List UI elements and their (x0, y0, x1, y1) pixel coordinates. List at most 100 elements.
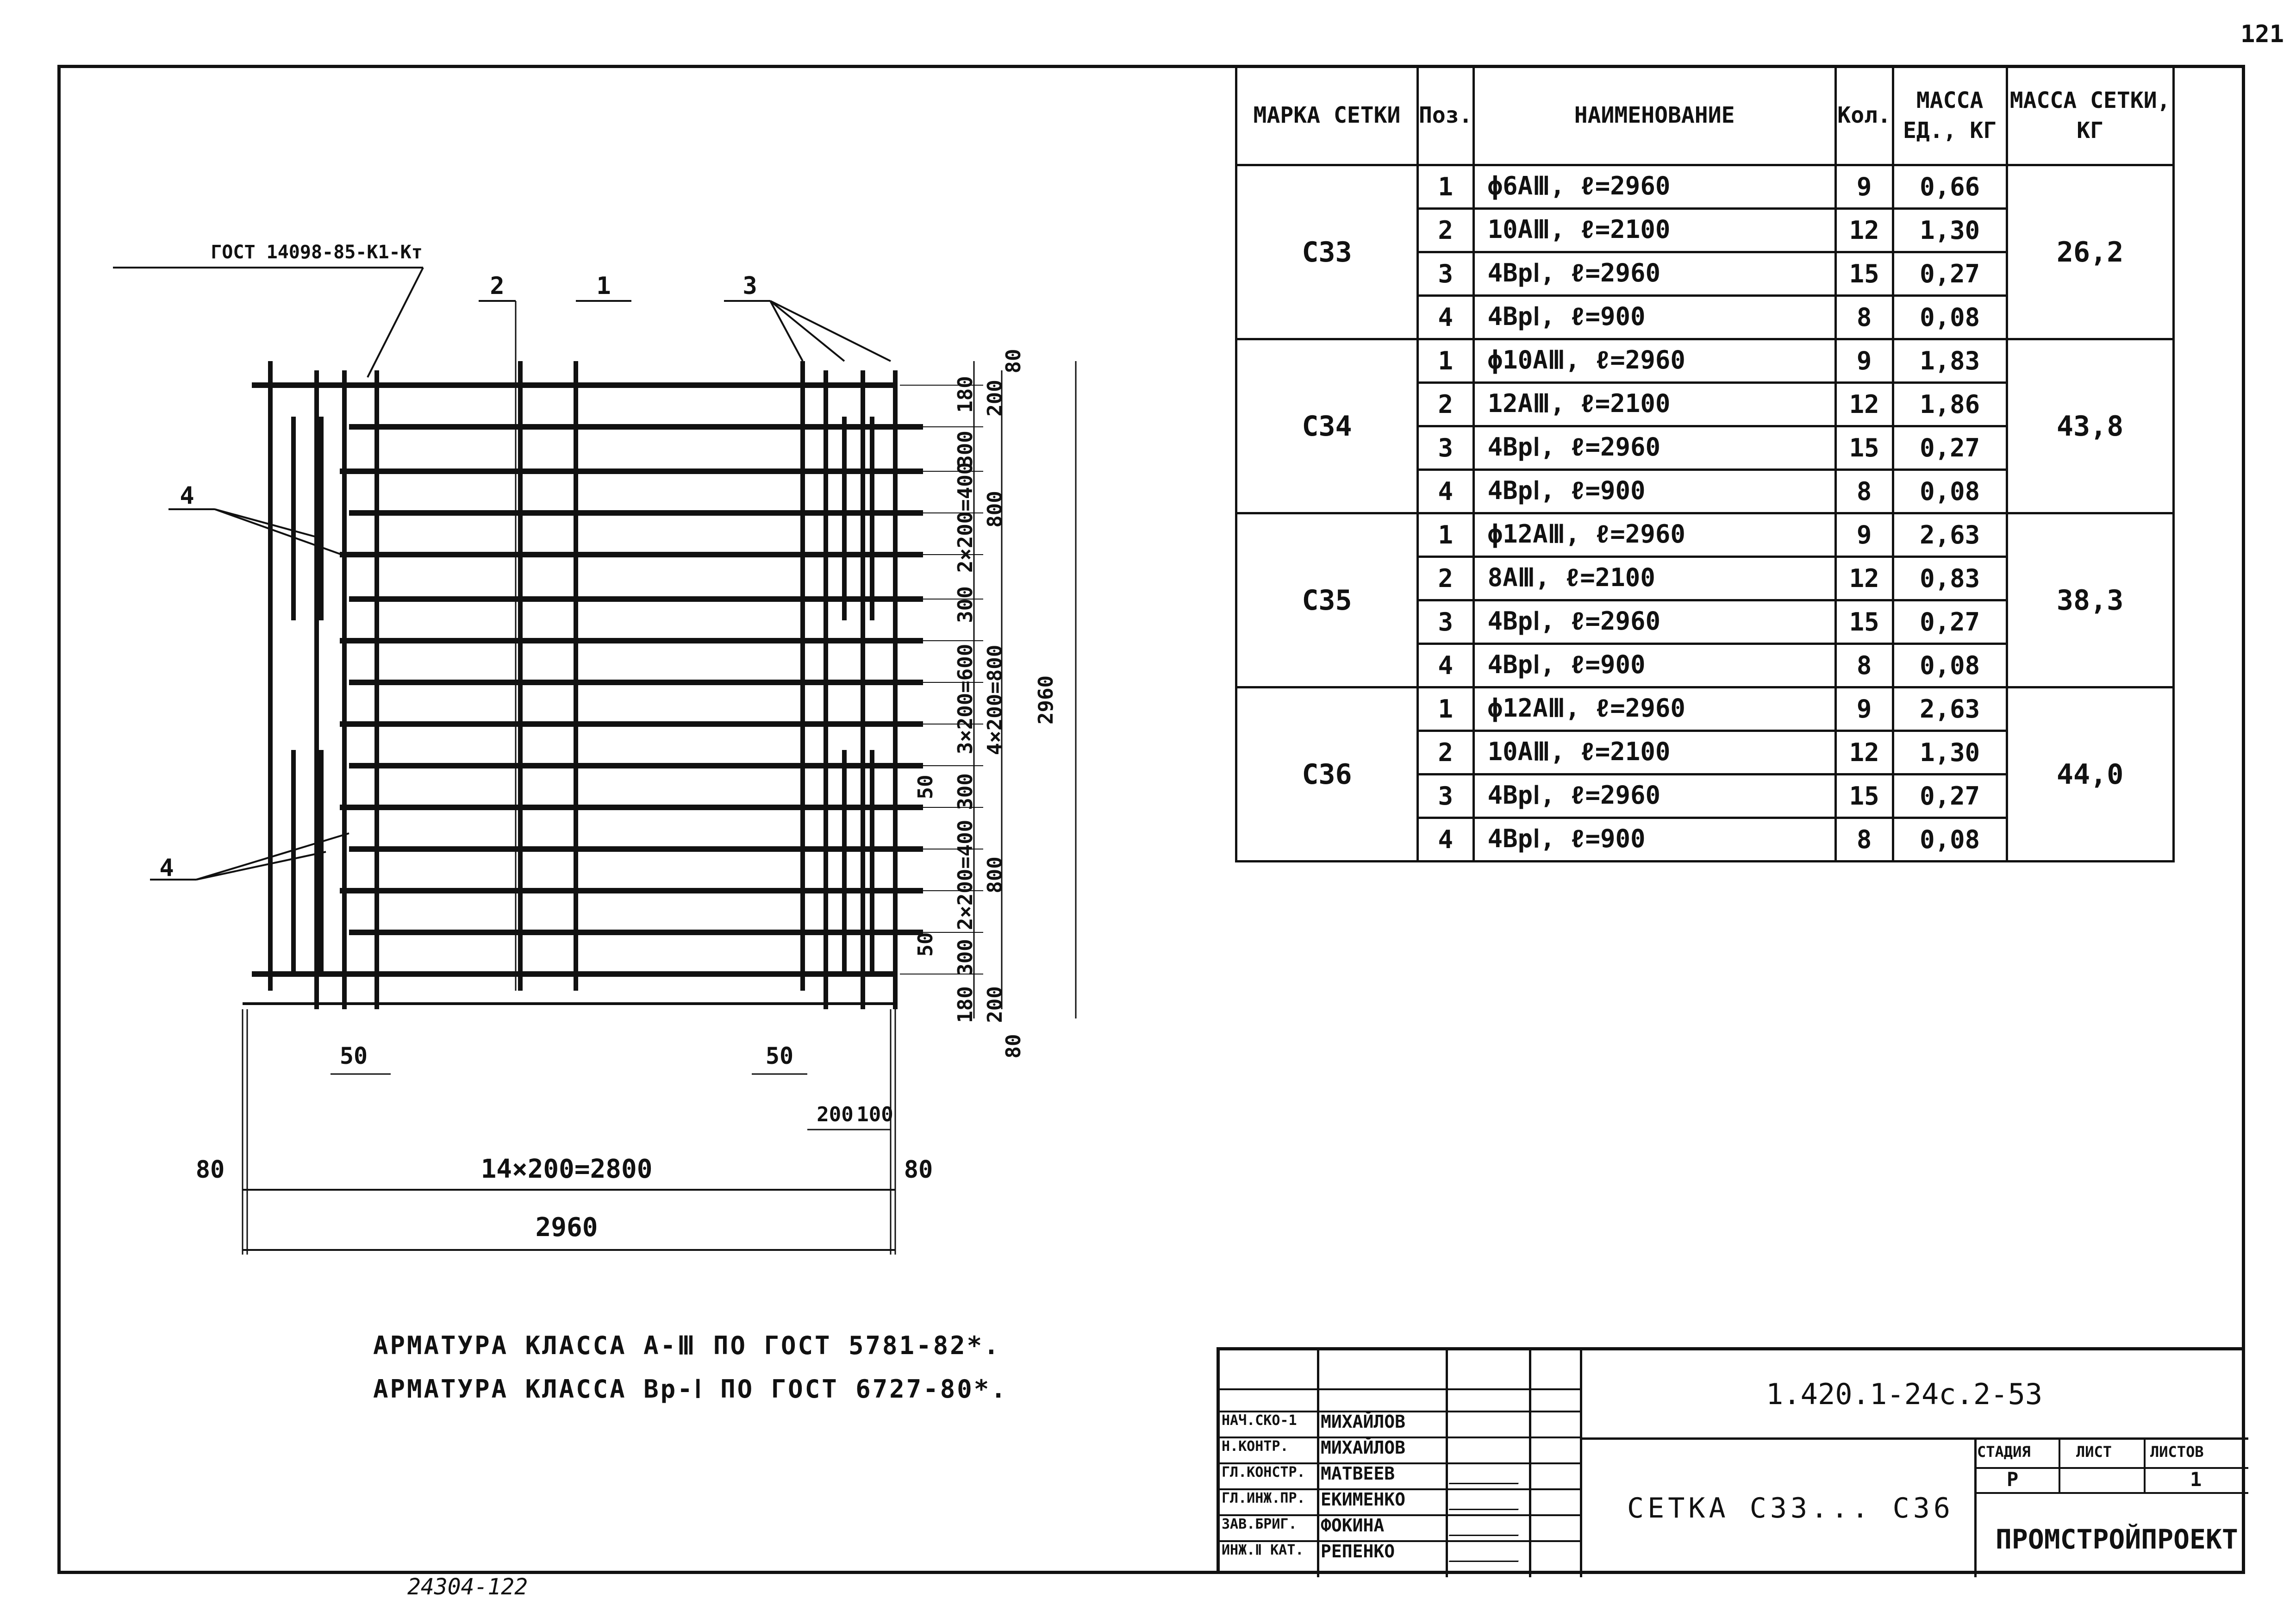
header-unit-mass: МАССА ЕД., КГ (1891, 65, 2008, 166)
leader-line (214, 508, 345, 556)
quantity-cell: 8 (1834, 294, 1894, 340)
dimension-label: 800 (983, 491, 1007, 527)
position-cell: 2 (1416, 207, 1475, 253)
header-mark: МАРКА СЕТКИ (1235, 65, 1419, 166)
dimension-label: 100 (856, 1103, 893, 1126)
quantity-cell: 15 (1834, 773, 1894, 819)
leader-line (770, 300, 891, 362)
unit-mass-cell: 0,27 (1891, 425, 2008, 471)
header-name: НАИМЕНОВАНИЕ (1472, 65, 1837, 166)
quantity-cell: 12 (1834, 556, 1894, 601)
unit-mass-cell: 0,08 (1891, 468, 2008, 514)
unit-mass-cell: 0,08 (1891, 817, 2008, 862)
dimension-label: 80 (1002, 1034, 1025, 1059)
leader-line (769, 300, 804, 362)
dimension-label: 14×200=2800 (481, 1154, 653, 1184)
position-cell: 4 (1416, 468, 1475, 514)
leader-line (214, 508, 317, 538)
role-label: ЗАВ.БРИГ. (1222, 1516, 1297, 1532)
mesh-mass: 44,0 (2005, 686, 2175, 862)
mesh-mark: С35 (1235, 512, 1419, 688)
position-cell: 2 (1416, 556, 1475, 601)
position-cell: 1 (1416, 164, 1475, 210)
mesh-mass: 38,3 (2005, 512, 2175, 688)
dimension-label: 800 (983, 856, 1007, 893)
role-label: ИНЖ.Ⅱ КАТ. (1222, 1542, 1304, 1558)
person-name: РЕПЕНКО (1321, 1541, 1395, 1562)
stage-value: Р (2007, 1468, 2019, 1491)
header-mesh-mass: МАССА СЕТКИ, КГ (2005, 65, 2175, 166)
dimension-label: 50 (914, 775, 937, 800)
header-pos: Поз. (1416, 65, 1475, 166)
name-cell: 10АⅢ, ℓ=2100 (1472, 207, 1837, 253)
position-cell: 3 (1416, 599, 1475, 645)
name-cell: 4ВрⅠ, ℓ=900 (1472, 294, 1837, 340)
leader-line (196, 832, 349, 881)
doc-code: 1.420.1-24с.2-53 (1766, 1377, 2043, 1411)
quantity-cell: 15 (1834, 599, 1894, 645)
drawing-frame (57, 65, 2245, 1574)
unit-mass-cell: 2,63 (1891, 512, 2008, 558)
dimension-label: 80 (904, 1156, 933, 1184)
position-cell: 4 (1416, 643, 1475, 688)
person-name: МИХАЙЛОВ (1321, 1437, 1406, 1458)
quantity-cell: 9 (1834, 164, 1894, 210)
dimension-label: 300 (954, 431, 977, 467)
dimension-label: 300 (954, 773, 977, 810)
organization-name: ПРОМСТРОЙПРОЕКТ (1996, 1524, 2238, 1555)
name-cell: 4ВрⅠ, ℓ=2960 (1472, 425, 1837, 471)
name-cell: 4ВрⅠ, ℓ=900 (1472, 468, 1837, 514)
unit-mass-cell: 1,86 (1891, 381, 2008, 427)
unit-mass-cell: 1,30 (1891, 730, 2008, 775)
position-cell: 2 (1416, 730, 1475, 775)
quantity-cell: 15 (1834, 251, 1894, 297)
unit-mass-cell: 0,83 (1891, 556, 2008, 601)
person-name: МИХАЙЛОВ (1321, 1412, 1406, 1432)
dimension-label: 3 (742, 272, 757, 300)
dimension-label: 200 (983, 380, 1007, 416)
dimension-label: 180 (954, 986, 977, 1023)
dimension-label: 50 (914, 932, 937, 957)
unit-mass-cell: 2,63 (1891, 686, 2008, 732)
quantity-cell: 9 (1834, 512, 1894, 558)
signature (1448, 1523, 1523, 1536)
position-cell: 4 (1416, 294, 1475, 340)
dimension-label: 80 (1002, 349, 1025, 374)
name-cell: ϕ6АⅢ, ℓ=2960 (1472, 164, 1837, 210)
dimension-label: 300 (954, 586, 977, 623)
dimension-label: 4×200=800 (983, 645, 1007, 755)
unit-mass-cell: 1,30 (1891, 207, 2008, 253)
unit-mass-cell: 0,27 (1891, 251, 2008, 297)
header-qty: Кол. (1834, 65, 1894, 166)
name-cell: 10АⅢ, ℓ=2100 (1472, 730, 1837, 775)
position-cell: 4 (1416, 817, 1475, 862)
dimension-label: 180 (954, 376, 977, 412)
dimension-label: 50 (340, 1043, 368, 1069)
dimension-label: 2×200=400 (954, 462, 977, 573)
name-cell: 4ВрⅠ, ℓ=2960 (1472, 599, 1837, 645)
role-label: ГЛ.КОНСТР. (1222, 1464, 1305, 1480)
dimension-label: 4 (180, 482, 194, 510)
name-cell: 4ВрⅠ, ℓ=900 (1472, 643, 1837, 688)
quantity-cell: 12 (1834, 381, 1894, 427)
unit-mass-cell: 1,83 (1891, 338, 2008, 384)
person-name: МАТВЕЕВ (1321, 1463, 1395, 1484)
unit-mass-cell: 0,08 (1891, 294, 2008, 340)
name-cell: 4ВрⅠ, ℓ=2960 (1472, 773, 1837, 819)
dimension-label: 300 (954, 939, 977, 975)
position-cell: 2 (1416, 381, 1475, 427)
notes: АРМАТУРА КЛАССА А-Ⅲ ПО ГОСТ 5781-82*. АР… (373, 1324, 1008, 1411)
unit-mass-cell: 0,66 (1891, 164, 2008, 210)
dimension-label: 200 (983, 986, 1007, 1023)
